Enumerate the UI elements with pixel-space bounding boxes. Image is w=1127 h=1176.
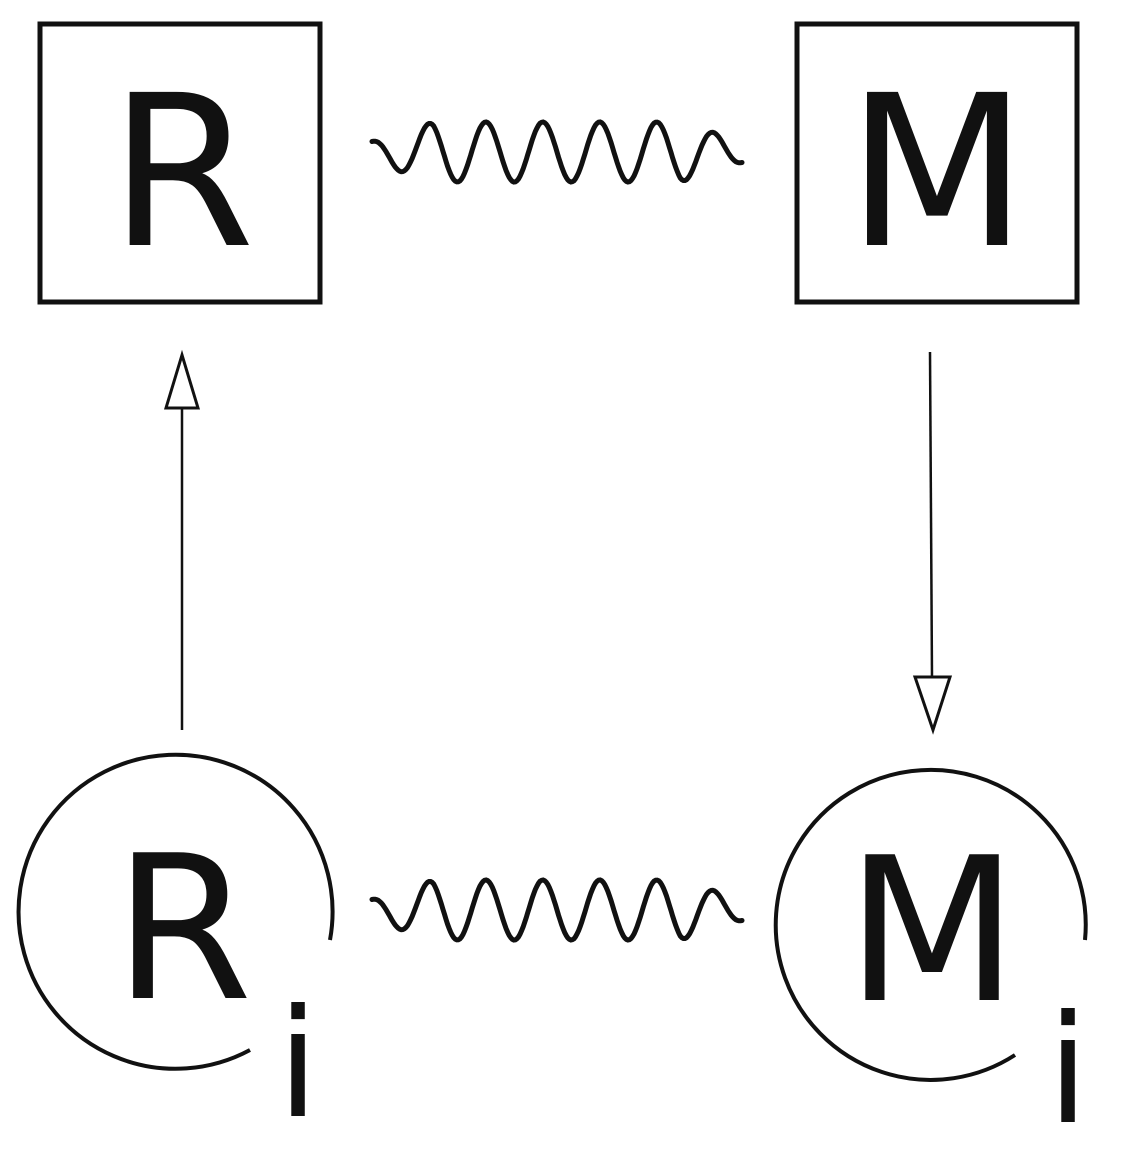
wavy-connector-bottom bbox=[369, 877, 745, 943]
node-bottom-left-circle bbox=[16, 752, 335, 1071]
node-bottom-right-subscript: i bbox=[1047, 984, 1089, 1158]
node-bottom-right-circle bbox=[773, 767, 1088, 1082]
node-bottom-right-label: M bbox=[846, 815, 1019, 1048]
arrow-down-right-shaft bbox=[928, 351, 934, 679]
node-top-left: R bbox=[37, 21, 323, 305]
wavy-connector-top bbox=[369, 119, 745, 185]
node-bottom-left-subscript: i bbox=[277, 978, 319, 1152]
node-bottom-right: M i bbox=[773, 767, 1089, 1158]
node-top-left-label: R bbox=[109, 50, 255, 295]
arrow-up-left bbox=[163, 349, 201, 730]
node-bottom-left-label: R bbox=[114, 813, 253, 1046]
arrow-up-left-head bbox=[163, 349, 201, 410]
node-top-right: M bbox=[794, 21, 1080, 305]
arrow-down-right-head bbox=[912, 675, 953, 735]
node-top-left-box bbox=[37, 21, 323, 305]
node-bottom-left: R i bbox=[16, 752, 335, 1152]
node-top-right-box bbox=[794, 21, 1080, 305]
node-top-right-label: M bbox=[846, 50, 1027, 295]
arrow-down-right bbox=[912, 351, 953, 735]
